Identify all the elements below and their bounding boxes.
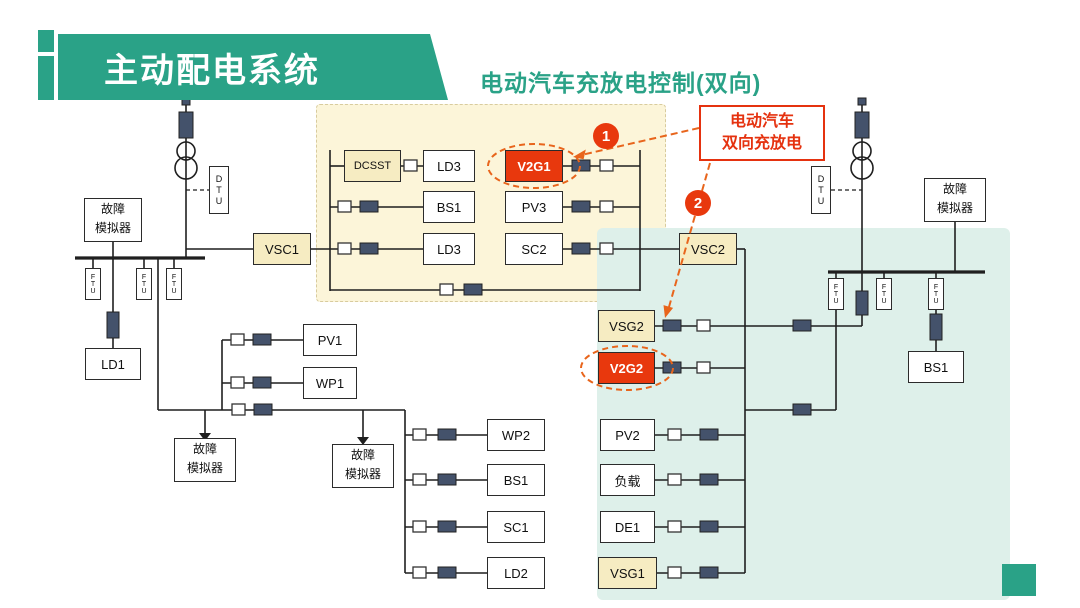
node-bs1-right: BS1 <box>908 351 964 383</box>
node-ld2: LD2 <box>487 557 545 589</box>
fault-simulator-box-mid2: 故障 模拟器 <box>332 444 394 488</box>
breaker-icons <box>106 97 943 579</box>
page-title: 主动配电系统 <box>58 34 448 100</box>
node-v2g2: V2G2 <box>598 352 655 384</box>
node-pv3: PV3 <box>505 191 563 223</box>
fault-simulator-box-right: 故障 模拟器 <box>924 178 986 222</box>
ftu-box-5: FTU <box>876 278 892 310</box>
node-ld3-b: LD3 <box>423 233 475 265</box>
node-vsc1: VSC1 <box>253 233 311 265</box>
bus-bars <box>75 256 985 274</box>
node-v2g1: V2G1 <box>505 150 563 182</box>
transformer-icons <box>174 141 874 180</box>
node-bs1-b: BS1 <box>487 464 545 496</box>
callout-arrow-2 <box>666 162 711 315</box>
fault-label-line2: 模拟器 <box>186 461 223 476</box>
ev-callout-line2: 双向充放电 <box>721 135 802 152</box>
node-vsg2: VSG2 <box>598 310 655 342</box>
badge-1: 1 <box>593 123 619 149</box>
node-sc2: SC2 <box>505 233 563 265</box>
ftu-box-4: FTU <box>828 278 844 310</box>
fault-label-line2: 模拟器 <box>344 467 381 482</box>
fault-label-line2: 模拟器 <box>936 201 973 216</box>
node-load: 负载 <box>600 464 655 496</box>
dtu-box-left: DTU <box>209 166 229 214</box>
ftu-box-3: FTU <box>166 268 182 300</box>
fault-label-line2: 模拟器 <box>94 221 131 236</box>
node-sc1: SC1 <box>487 511 545 543</box>
accent-square-bottom <box>38 56 54 100</box>
fault-simulator-box-left: 故障 模拟器 <box>84 198 142 242</box>
fault-label-line1: 故障 <box>100 202 125 216</box>
node-pv2: PV2 <box>600 419 655 451</box>
ev-callout-line1: 电动汽车 <box>729 113 794 131</box>
node-bs1-a: BS1 <box>423 191 475 223</box>
dtu-box-right: DTU <box>811 166 831 214</box>
switch-icons <box>230 159 711 579</box>
fault-label-line1: 故障 <box>350 448 375 462</box>
node-dcsst: DCSST <box>344 150 401 182</box>
ev-callout-box: 电动汽车 双向充放电 <box>699 105 825 161</box>
accent-square-corner <box>1002 564 1036 596</box>
node-wp2: WP2 <box>487 419 545 451</box>
v2g2-highlight-ellipse <box>580 345 674 391</box>
highlight-strokes <box>487 127 711 391</box>
fault-simulator-box-mid1: 故障 模拟器 <box>174 438 236 482</box>
v2g1-highlight-ellipse <box>487 143 581 189</box>
node-wp1: WP1 <box>303 367 357 399</box>
node-vsg1: VSG1 <box>598 557 657 589</box>
node-ld3-a: LD3 <box>423 150 475 182</box>
node-de1: DE1 <box>600 511 655 543</box>
fault-label-line1: 故障 <box>192 442 217 456</box>
ftu-box-2: FTU <box>136 268 152 300</box>
feeder-arrow-heads <box>199 433 369 445</box>
callout-arrow-heads <box>573 149 674 318</box>
ftu-box-6: FTU <box>928 278 944 310</box>
fault-label-line1: 故障 <box>942 182 967 196</box>
callout-arrow-1 <box>576 127 700 157</box>
node-pv1: PV1 <box>303 324 357 356</box>
accent-square-top <box>38 30 54 52</box>
ftu-box-1: FTU <box>85 268 101 300</box>
section-subtitle: 电动汽车充放电控制(双向) <box>480 70 762 96</box>
node-ld1: LD1 <box>85 348 141 380</box>
badge-2: 2 <box>685 190 711 216</box>
